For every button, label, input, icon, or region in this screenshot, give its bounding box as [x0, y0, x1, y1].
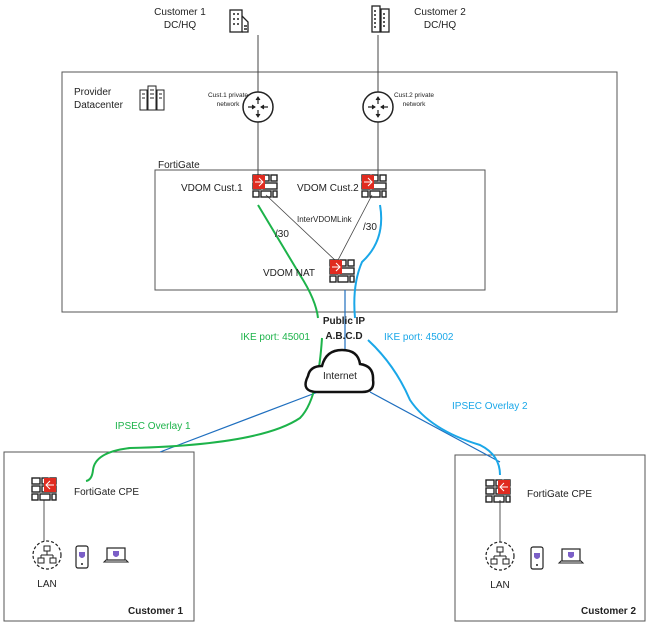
intervdom-links [265, 194, 373, 263]
vdom-nat-label: VDOM NAT [263, 268, 315, 279]
router1-label: Cust.1 private [208, 92, 248, 99]
vdom-cust1-firewall-icon [252, 174, 278, 198]
wan-links [159, 290, 501, 463]
customer1-label: Customer 1 [154, 7, 206, 18]
vdom-nat-firewall-icon [329, 259, 355, 283]
lan-links [43, 500, 501, 545]
router2-sublabel: network [403, 101, 427, 108]
customer1-site-label: Customer 1 [128, 606, 183, 617]
customer2-site-label: Customer 2 [581, 606, 636, 617]
internet-cloud-icon [304, 348, 375, 394]
overlay1-tunnel-upper [257, 204, 319, 319]
customer2-sublabel: DC/HQ [424, 20, 456, 31]
lan2-label: LAN [490, 580, 509, 591]
phone2-icon [530, 546, 544, 570]
private-network-links [257, 35, 379, 175]
overlay2-tunnel-upper [353, 204, 383, 319]
intervdomlink-label: InterVDOMLink [297, 215, 353, 224]
datacenter-label: Datacenter [74, 100, 124, 111]
laptop2-icon [558, 548, 584, 564]
provider-label: Provider [74, 87, 112, 98]
cpe1-firewall-icon [31, 477, 57, 501]
phone1-icon [75, 545, 89, 569]
ike-port2-label: IKE port: 45002 [384, 332, 454, 343]
fortigate-label: FortiGate [158, 160, 200, 171]
ike-port1-label: IKE port: 45001 [241, 332, 311, 343]
cpe2-firewall-icon [485, 479, 511, 503]
public-ip-label: Public IP [323, 316, 366, 327]
lan1-icon [32, 540, 62, 570]
provider-datacenter-box [61, 71, 618, 313]
customer1-sublabel: DC/HQ [164, 20, 196, 31]
lan1-label: LAN [37, 579, 56, 590]
vdom-cust2-firewall-icon [361, 174, 387, 198]
customer2-site-box [454, 454, 646, 622]
laptop1-icon [103, 547, 129, 563]
lan2-icon [485, 541, 515, 571]
ipsec-overlay1-label: IPSEC Overlay 1 [115, 421, 191, 432]
cpe2-label: FortiGate CPE [527, 489, 592, 500]
internet-label: Internet [323, 371, 357, 382]
fortigate-box [154, 169, 486, 291]
public-ip-value: A.B.C.D [325, 331, 362, 342]
subnet2-label: /30 [363, 222, 377, 233]
router1-sublabel: network [217, 101, 241, 108]
customer2-building-icon [371, 5, 390, 33]
vdom-cust1-label: VDOM Cust.1 [181, 183, 243, 194]
overlay2-tunnel-lower [367, 339, 501, 476]
customer1-site-box [3, 451, 195, 622]
customer1-building-icon [229, 9, 249, 33]
overlay1-tunnel-lower [85, 337, 323, 482]
cpe1-label: FortiGate CPE [74, 487, 139, 498]
router2-label: Cust.2 private [394, 92, 434, 99]
vdom-cust2-label: VDOM Cust.2 [297, 183, 359, 194]
ipsec-overlay2-label: IPSEC Overlay 2 [452, 401, 528, 412]
datacenter-icon [139, 85, 165, 111]
subnet1-label: /30 [275, 229, 289, 240]
cust2-router-icon [362, 91, 394, 123]
customer2-label: Customer 2 [414, 7, 466, 18]
